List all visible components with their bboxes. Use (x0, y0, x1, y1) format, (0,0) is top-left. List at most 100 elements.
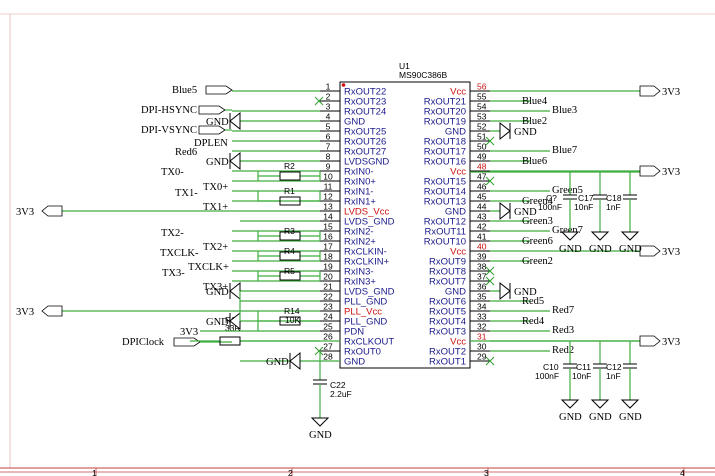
resistor-r2[interactable]: R2 (257, 161, 321, 181)
net-label-tx3[interactable]: TX3- (162, 268, 185, 279)
frame-zone-3: 3 (484, 468, 489, 476)
net-label-tx0[interactable]: TX0- (161, 167, 184, 178)
resistor-r14[interactable]: R14 10K (257, 306, 320, 331)
capacitor-c11[interactable]: C11 10nF (572, 362, 607, 400)
pdn-3v3-label: 3V3 (180, 327, 198, 338)
right-pin-num-53: 53 (477, 112, 487, 122)
net-label-text-txclk: TXCLK- (160, 248, 199, 259)
capacitor-c18[interactable]: C18 1nF (606, 193, 637, 232)
net-label-tx0[interactable]: TX0+ (203, 182, 228, 193)
net-label-blue5[interactable]: Blue5 (172, 85, 233, 96)
net-label-text-blue5: Blue5 (172, 85, 197, 96)
net-label-text-dpi-vsync: DPI-VSYNC (141, 125, 197, 136)
capacitor-c17[interactable]: C17 10nF (574, 193, 607, 232)
left-pin-num-20: 20 (323, 272, 333, 282)
net-label-tx3[interactable]: TX3+ (203, 282, 228, 293)
net-label-tx1[interactable]: TX1- (175, 188, 198, 199)
net-label-dpi-vsync[interactable]: DPI-VSYNC (141, 125, 232, 136)
left-pin-name-25: PDN (344, 327, 364, 338)
resistor-r3[interactable]: R3 (257, 226, 321, 241)
left-pin-name-16: RxIN2+ (344, 237, 376, 248)
net-label-red6[interactable]: Red6 (175, 147, 197, 158)
net-label-tx1[interactable]: TX1+ (203, 202, 228, 213)
net-label-txclk[interactable]: TXCLK+ (188, 262, 229, 273)
capacitor-c12[interactable]: C12 1nF (606, 362, 637, 400)
net-label-tx2[interactable]: TX2+ (203, 242, 228, 253)
net-label-text-tx2: TX2- (161, 228, 184, 239)
net-label-txclk[interactable]: TXCLK- (160, 248, 199, 259)
ic-body[interactable] (339, 81, 471, 369)
capacitor-c22[interactable]: C22 2.2uF GND (309, 351, 352, 441)
left-pin-name-26: RxCLKOUT (344, 337, 394, 348)
left-pin-num-17: 17 (323, 242, 333, 252)
right-pin-name-38: RxOUT8 (429, 267, 466, 278)
resistor-r5[interactable]: R5 (257, 266, 321, 281)
gnd-pin-8 (229, 151, 241, 171)
net-label-text-tx0: TX0- (161, 167, 184, 178)
net-label-dplen[interactable]: DPLEN (194, 138, 228, 149)
capacitor-c10[interactable]: C10 100nF (535, 362, 577, 400)
right-pin-num-42: 42 (477, 222, 487, 232)
resistor-r4[interactable]: R4 (257, 246, 321, 261)
net-label-dpi-hsync[interactable]: DPI-HSYNC (141, 105, 232, 116)
right-pin-num-56: 56 (477, 82, 487, 92)
right-pin-num-41: 41 (477, 232, 487, 242)
net-label-dpiclock[interactable]: DPIClock (122, 337, 232, 348)
right-pin-name-31: Vcc (450, 337, 466, 348)
left-pin-name-19: RxIN3- (344, 267, 374, 278)
resistor-r14-ref: R14 (284, 306, 300, 316)
capacitor-c-100nf-top[interactable]: C? 100nF (538, 193, 577, 232)
capacitor-c11-value: 10nF (572, 371, 591, 381)
net-label-tx2[interactable]: TX2- (161, 228, 184, 239)
resistor-r1[interactable]: R1 (257, 186, 321, 206)
